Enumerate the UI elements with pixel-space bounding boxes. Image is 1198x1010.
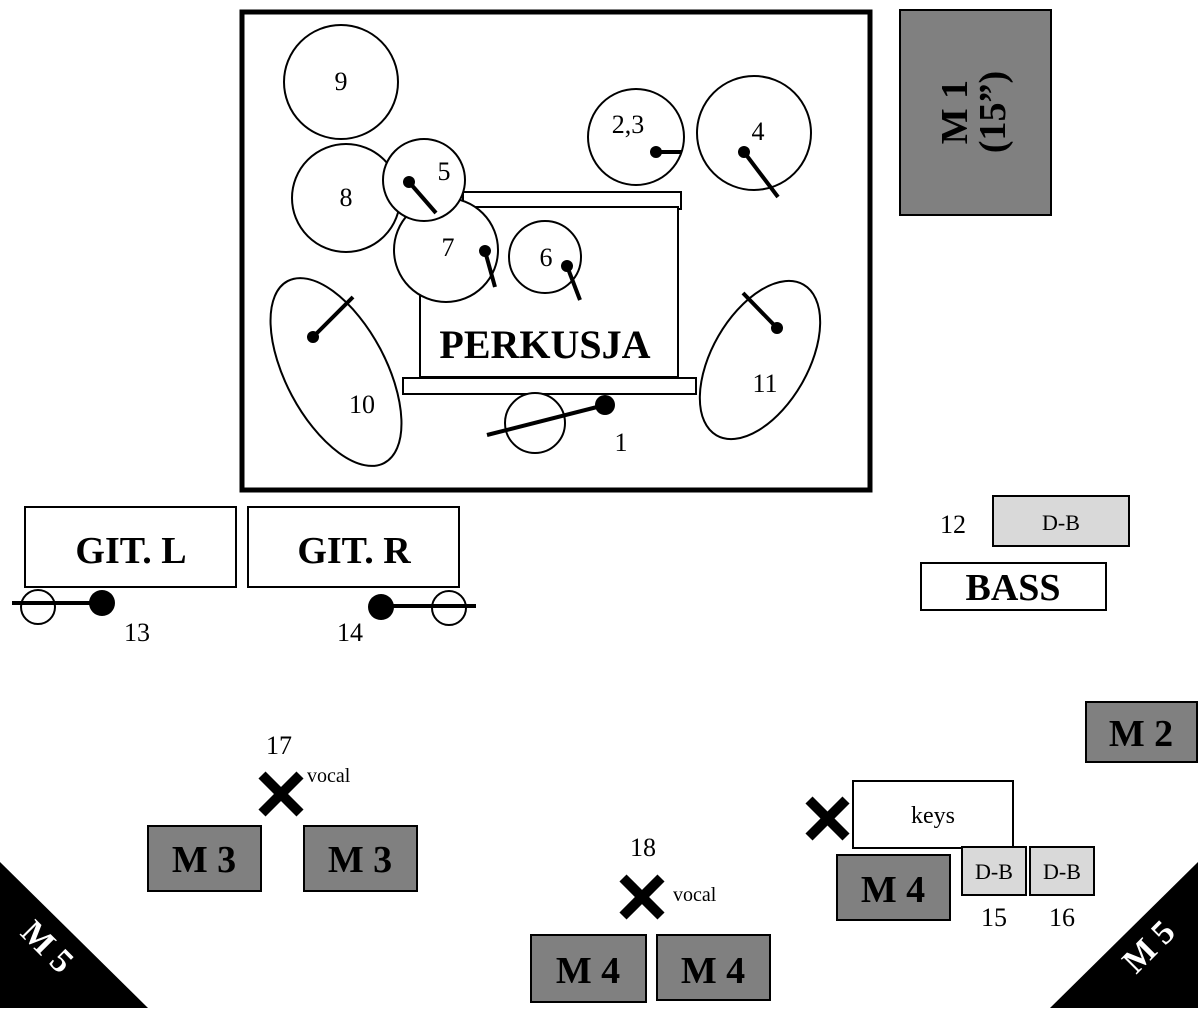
perkusja-label: PERKUSJA — [439, 322, 650, 367]
m4-left-label: M 4 — [556, 950, 620, 992]
monitor-m4-keys — [836, 854, 951, 921]
m3-left-label: M 3 — [172, 839, 236, 881]
keyboard — [852, 780, 1014, 849]
m4-keys-label: M 4 — [861, 869, 925, 911]
db-bass-box — [992, 495, 1130, 547]
input-12-label: 12 — [940, 510, 966, 539]
monitor-m3-right: M 3 — [303, 825, 418, 892]
cymbal-10: 10 — [269, 277, 403, 467]
keys-area: keys M 4 D-B D-B 15 16 — [805, 780, 1095, 932]
x-mark-icon — [258, 771, 304, 817]
kick-1: 1 — [486, 392, 628, 457]
keys-label: keys — [911, 803, 955, 829]
drum-2-3: 2,3 — [587, 88, 685, 186]
vocal-18-number: 18 — [630, 833, 656, 862]
drum-4: 4 — [696, 75, 812, 199]
drum-8-label: 8 — [340, 183, 353, 212]
drum-6-label: 6 — [540, 243, 553, 272]
drum-7-label: 7 — [442, 233, 455, 262]
cymbal-10-label: 10 — [349, 390, 375, 419]
input-15-label: 15 — [981, 903, 1007, 932]
mic-13: 13 — [12, 589, 150, 647]
amp-git-l: GIT. L — [24, 506, 237, 588]
vocal-18-label: vocal — [673, 884, 717, 906]
vocal-17-number: 17 — [266, 731, 292, 760]
mic-14-label: 14 — [337, 618, 363, 647]
drum-9-label: 9 — [335, 67, 348, 96]
monitor-m4-right: M 4 — [656, 934, 771, 1001]
drum-6: 6 — [508, 220, 582, 301]
bass-label: BASS — [965, 567, 1060, 609]
m1-size-label: (15”) — [972, 71, 1014, 153]
mic-13-label: 13 — [124, 618, 150, 647]
drum-2-3-label: 2,3 — [612, 110, 645, 139]
drum-riser: 9 8 PERKUSJA 7 5 — [239, 9, 873, 493]
cymbal-11-label: 11 — [752, 369, 777, 398]
bass-area: 12 D-B BASS — [920, 495, 1130, 611]
monitor-m5-left: M 5 — [0, 862, 148, 1008]
db-keys-left — [961, 846, 1027, 896]
db-keys-right — [1029, 846, 1095, 896]
mic-14: 14 — [337, 590, 476, 647]
drum-9: 9 — [283, 24, 399, 140]
db-bass-label: D-B — [1042, 510, 1080, 535]
vocal-18: 18 vocal — [619, 833, 717, 920]
git-l-label: GIT. L — [75, 530, 186, 572]
bass-amp — [920, 562, 1107, 611]
m4-right-label: M 4 — [681, 950, 745, 992]
monitor-m5-right: M 5 — [1050, 862, 1198, 1008]
drum-5-label: 5 — [438, 157, 451, 186]
monitor-m1: M 1 (15”) — [899, 9, 1052, 216]
drum-4-label: 4 — [752, 117, 765, 146]
m1-label: M 1 — [934, 80, 976, 144]
amp-git-r: GIT. R — [247, 506, 460, 588]
monitor-m3-left: M 3 — [147, 825, 262, 892]
drum-5: 5 — [382, 138, 466, 222]
git-r-label: GIT. R — [297, 530, 411, 572]
m3-right-label: M 3 — [328, 839, 392, 881]
db-keys-left-label: D-B — [975, 859, 1013, 884]
vocal-17: 17 vocal — [258, 731, 351, 817]
cymbal-11: 11 — [698, 279, 822, 441]
input-16-label: 16 — [1049, 903, 1075, 932]
vocal-17-label: vocal — [307, 765, 351, 787]
x-mark-icon — [619, 874, 665, 920]
monitor-m4-left: M 4 — [530, 934, 647, 1003]
drum-8: 8 — [291, 143, 401, 253]
m2-label: M 2 — [1109, 713, 1173, 755]
x-mark-icon — [805, 796, 850, 841]
db-keys-right-label: D-B — [1043, 859, 1081, 884]
monitor-m2: M 2 — [1085, 701, 1198, 763]
riser-frame — [239, 9, 873, 493]
kick-1-label: 1 — [615, 428, 628, 457]
